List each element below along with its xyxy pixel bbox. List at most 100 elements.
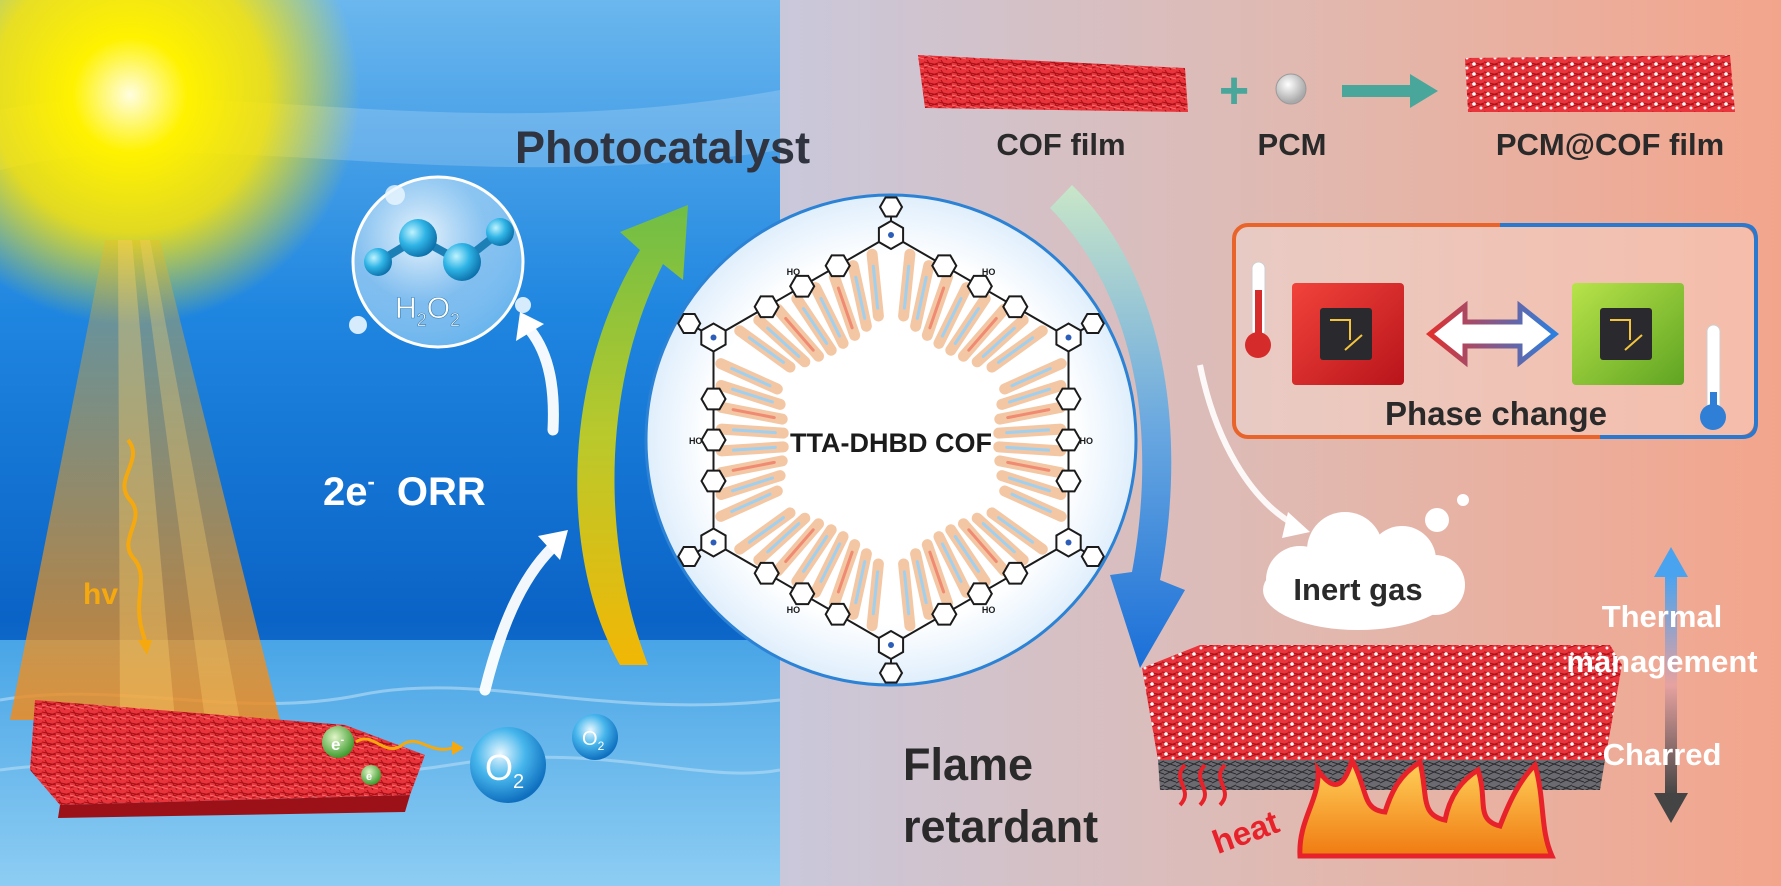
electron-arrowhead-icon: [452, 741, 464, 755]
reaction-arrow-upper: [479, 542, 558, 696]
benzene-ring-icon: [1002, 295, 1029, 319]
hot-thermometer-bulb: [1245, 332, 1271, 358]
nitrogen-atom-icon: [888, 642, 894, 648]
phenyl-ring-icon: [677, 313, 702, 334]
pore-wall-stripe: [766, 522, 801, 554]
phase-change-box-blue-edge: [1500, 223, 1758, 439]
pore-wall-stripe: [940, 542, 963, 583]
benzene-ring-icon: [1002, 561, 1029, 585]
cof-film-photocatalyst: [30, 700, 425, 805]
reaction-arrow-top: [524, 324, 559, 436]
pore-wall-stripe: [854, 275, 867, 320]
charred-label: Charred: [1603, 737, 1722, 772]
down-arrowhead-icon: [1654, 793, 1688, 823]
pore-wall-stripe: [953, 307, 980, 345]
hot-thermometer-fill: [1255, 290, 1262, 340]
oxygen-atom-icon: [443, 243, 481, 281]
cool-chip-circuit: [1610, 319, 1643, 351]
hydrogen-atom-icon: [364, 248, 392, 276]
small-bubble-icon: [385, 185, 405, 205]
h2o2-bubble-icon: [351, 175, 525, 349]
pore-wall-stripe: [802, 307, 829, 345]
nitrogen-atom-icon: [888, 232, 894, 238]
o2-label-large: O2: [485, 747, 524, 793]
phenyl-ring-icon: [677, 546, 702, 567]
pore-wall-stripe: [1005, 428, 1051, 435]
hydroxyl-label: HO: [1080, 436, 1094, 446]
pore-wall-stripe: [802, 535, 829, 573]
pore-wall-stripe: [997, 336, 1035, 364]
phenyl-ring-icon: [1080, 546, 1105, 567]
photon-wave-icon: [122, 438, 147, 641]
electron-transfer-wave-icon: [355, 737, 453, 751]
pore-wall-stripe: [981, 326, 1016, 358]
pore-wall-stripe: [915, 275, 928, 320]
benzene-ring-icon: [931, 254, 958, 278]
hydroxyl-label: HO: [787, 267, 801, 277]
pore-wall-stripe: [1008, 476, 1051, 493]
pcm-bead-icon: [1275, 73, 1307, 105]
pore-wall-stripe: [854, 560, 867, 605]
pore-wall-stripe: [902, 570, 911, 616]
benzene-ring-icon: [700, 387, 727, 411]
phenyl-ring-icon: [878, 196, 904, 218]
pore-wall-stripe: [1006, 408, 1051, 420]
small-bubble-icon: [515, 297, 531, 313]
nitrogen-atom-icon: [710, 334, 717, 341]
o2-bubble-small-icon: [572, 714, 618, 760]
up-arrowhead-icon: [1654, 547, 1688, 577]
pore-wall-stripe: [784, 528, 815, 563]
photocatalyst-label: Photocatalyst: [515, 122, 810, 173]
reaction-arrowhead-icon: [538, 530, 568, 560]
flame-retardant-label-line1: Flame: [903, 739, 1033, 790]
cool-chip-core: [1600, 308, 1652, 360]
gas-release-arrow: [1197, 364, 1297, 528]
hydroxyl-label: HO: [787, 605, 801, 615]
pore-wall-stripe: [1006, 460, 1051, 472]
cof-film-label: COF film: [996, 127, 1125, 162]
pcm-cof-film-label: PCM@COF film: [1496, 127, 1724, 162]
hot-chip-circuit: [1330, 319, 1363, 351]
pore-wall-stripe: [766, 326, 801, 358]
benzene-ring-icon: [966, 274, 993, 298]
pore-wall-stripe: [836, 550, 854, 594]
pore-wall-stripe: [731, 387, 774, 404]
benzene-ring-icon: [753, 295, 780, 319]
light-beam-stripe: [140, 240, 240, 720]
pore-wall-stripe: [731, 408, 776, 420]
phenyl-ring-icon: [878, 662, 904, 684]
thermal-label-line2: management: [1566, 644, 1757, 679]
pore-wall-stripe: [730, 492, 772, 513]
inert-gas-cloud-icon: [1263, 494, 1469, 630]
flame-retardant-label-line2: retardant: [903, 801, 1098, 852]
pore-wall-stripe: [836, 286, 854, 330]
benzene-ring-icon: [824, 254, 851, 278]
pore-wall-stripe: [819, 297, 842, 338]
hydrogen-atom-icon: [486, 218, 514, 246]
hydroxyl-label: HO: [982, 605, 996, 615]
pore-wall-stripe: [1010, 492, 1052, 513]
pore-wall-stripe: [819, 542, 842, 583]
benzene-ring-icon: [789, 274, 816, 298]
plus-icon: +: [1219, 62, 1249, 120]
thermal-label-line1: Thermal: [1602, 599, 1723, 634]
inert-gas-label: Inert gas: [1293, 572, 1422, 607]
pore-wall-stripe: [871, 570, 880, 616]
pcm-cof-film-burning: [1142, 645, 1622, 760]
heat-wave-icon: [1178, 763, 1227, 807]
pore-wall-stripe: [915, 560, 928, 605]
phase-change-double-arrow-icon: [1425, 300, 1560, 368]
pcm-label: PCM: [1258, 127, 1327, 162]
benzene-ring-icon: [753, 561, 780, 585]
nitrogen-atom-icon: [1065, 334, 1072, 341]
pore-wall-stripe: [731, 460, 776, 472]
pore-wall-stripe: [731, 476, 774, 493]
benzene-ring-icon: [931, 602, 958, 626]
pore-wall-stripe: [747, 336, 785, 364]
gas-release-arrowhead-icon: [1282, 512, 1310, 538]
pore-wall-stripe: [953, 535, 980, 573]
orr-label: 2e-ORR: [323, 469, 486, 514]
flame-icon: [1297, 753, 1556, 859]
